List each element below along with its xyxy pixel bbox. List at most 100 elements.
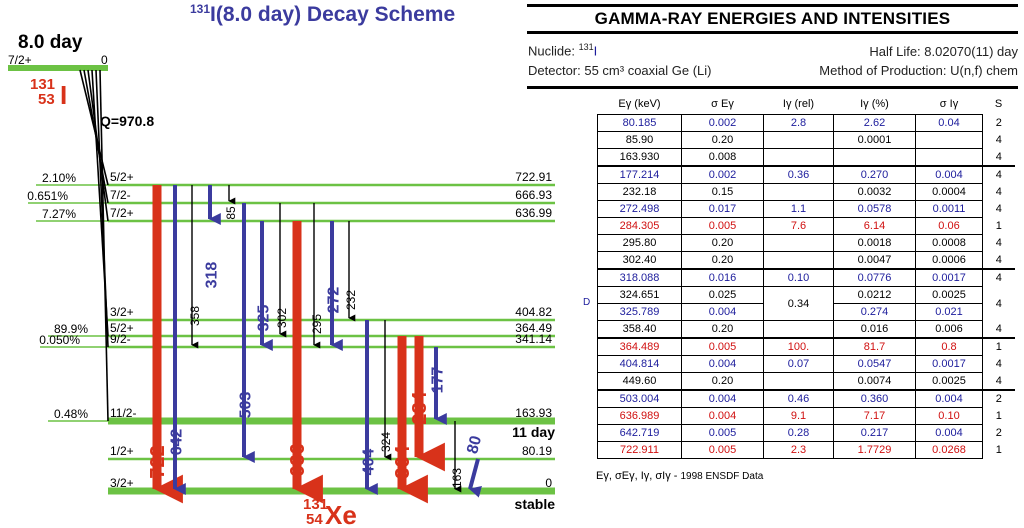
cell-energy-sigma: 0.005	[681, 441, 764, 459]
cell-intensity-sigma: 0.0025	[915, 372, 983, 391]
cell-energy: 404.814	[597, 355, 682, 373]
cell-energy: 503.004	[597, 389, 682, 408]
cell-energy-sigma: 0.005	[681, 217, 764, 235]
cell-rel-intensity: 2.3	[763, 441, 834, 459]
level-spin: 11/2-	[110, 406, 136, 420]
cell-pct-intensity: 0.0212	[833, 286, 916, 304]
beta-feed-percent: 0.651%	[27, 189, 68, 203]
level-spin: 5/2+	[110, 170, 134, 184]
cell-source: 2	[982, 389, 1015, 408]
cell-energy-sigma: 0.20	[681, 251, 764, 270]
cell-energy: 232.18	[597, 183, 682, 201]
cell-rel-intensity	[763, 320, 834, 339]
parent-energy: 0	[101, 53, 108, 67]
daughter-atomic-number: 54	[306, 511, 323, 528]
cell-source: 4	[995, 358, 1002, 370]
gamma-label-642: 642	[169, 429, 186, 456]
gamma-label-163: 163	[450, 468, 464, 488]
cell-energy-sigma: 0.20	[681, 372, 764, 391]
cell-energy: 325.789	[597, 303, 682, 321]
level-spin: 1/2+	[110, 444, 134, 458]
cell-pct-intensity: 0.016	[833, 320, 916, 339]
nuclide-mass: 131	[578, 42, 594, 52]
cell-source: 4	[995, 203, 1002, 215]
parent-element-symbol: I	[60, 80, 67, 110]
production-method-info: Method of Production: U(n,f) chem	[819, 63, 1018, 78]
cell-energy: 722.911	[597, 441, 682, 459]
cell-pct-intensity: 0.274	[833, 303, 916, 321]
cell-pct-intensity: 0.0047	[833, 251, 916, 270]
cell-intensity-sigma: 0.021	[915, 303, 983, 321]
cell-energy-sigma: 0.15	[681, 183, 764, 201]
table-header-row: Eγ (keV) σ Eγ Iγ (rel) Iγ (%) σ Iγ S	[598, 94, 1015, 115]
cell-energy: 302.40	[597, 251, 682, 270]
nuclide-label: Nuclide:	[528, 43, 579, 59]
parent-spin: 7/2+	[8, 53, 32, 67]
cell-source: 2	[995, 427, 1002, 439]
cell-energy: 295.80	[597, 234, 682, 252]
cell-rel-intensity: 0.10	[763, 268, 834, 287]
gamma-label-272: 272	[326, 287, 343, 314]
col-header-pct-intensity: Iγ (%)	[860, 98, 889, 110]
cell-intensity-sigma: 0.006	[915, 320, 983, 339]
cell-energy-sigma: 0.004	[681, 389, 764, 408]
cell-pct-intensity	[833, 148, 916, 167]
cell-rel-intensity: 7.6	[763, 217, 834, 235]
level-energy: 636.99	[515, 206, 552, 220]
cell-intensity-sigma: 0.10	[915, 407, 983, 425]
cell-intensity-sigma: 0.0017	[915, 355, 983, 373]
cell-intensity-sigma: 0.0268	[915, 441, 983, 459]
cell-rel-intensity: 100.	[763, 337, 834, 356]
cell-intensity-sigma: 0.0011	[915, 200, 983, 218]
gamma-label-358: 358	[188, 306, 202, 326]
cell-pct-intensity: 6.14	[833, 217, 916, 235]
cell-intensity-sigma: 0.0025	[915, 286, 983, 304]
cell-rel-intensity	[763, 183, 834, 201]
cell-intensity-sigma: 0.004	[915, 165, 983, 184]
cell-energy: 272.498	[597, 200, 682, 218]
beta-branch-line	[87, 69, 109, 222]
cell-source: 4	[995, 374, 1002, 387]
gamma-label-503: 503	[238, 392, 255, 419]
gamma-label-364: 364	[392, 444, 414, 478]
cell-rel-intensity: 9.1	[763, 407, 834, 425]
table-title-bar: GAMMA-RAY ENERGIES AND INTENSITIES	[527, 4, 1018, 34]
gamma-label-318: 318	[204, 262, 221, 289]
cell-intensity-sigma	[915, 131, 983, 149]
cell-energy-sigma: 0.002	[681, 114, 764, 132]
cell-source: 1	[995, 444, 1002, 456]
cell-pct-intensity: 7.17	[833, 407, 916, 425]
daughter-element-symbol: Xe	[325, 500, 357, 528]
cell-energy: 636.989	[597, 407, 682, 425]
level-energy: 341.14	[515, 332, 552, 346]
cell-energy-sigma: 0.20	[681, 320, 764, 339]
gamma-label-302: 302	[275, 308, 289, 328]
daughter-mass-number: 131	[303, 496, 328, 513]
cell-intensity-sigma: 0.0004	[915, 183, 983, 201]
cell-pct-intensity: 0.270	[833, 165, 916, 184]
cell-source: 2	[995, 117, 1002, 129]
cell-rel-intensity	[763, 131, 834, 149]
detector-info: Detector: 55 cm³ coaxial Ge (Li)	[528, 63, 712, 78]
cell-pct-intensity: 1.7729	[833, 441, 916, 459]
cell-source: 4	[982, 268, 1015, 287]
level-energy: 0	[545, 476, 552, 490]
cell-pct-intensity: 0.0018	[833, 234, 916, 252]
table-header-divider	[527, 86, 1018, 89]
cell-energy-sigma: 0.005	[681, 337, 764, 356]
cell-intensity-sigma: 0.06	[915, 217, 983, 235]
cell-energy-sigma: 0.025	[681, 286, 764, 304]
cell-rel-intensity: 1.1	[763, 200, 834, 218]
q-value-label: Q=970.8	[100, 113, 154, 129]
